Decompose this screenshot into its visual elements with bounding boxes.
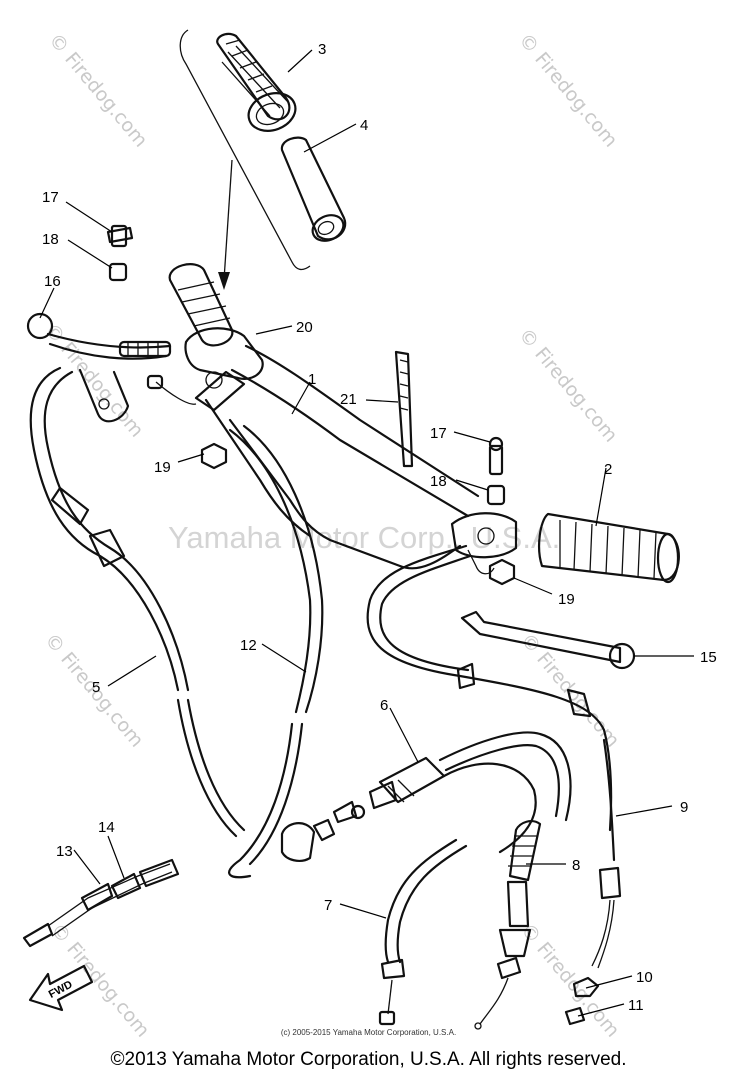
callout-17: 17 [42, 189, 59, 206]
callout-6: 6 [380, 697, 388, 714]
part-17-bolt-right [488, 436, 504, 476]
callout-5: 5 [92, 679, 100, 696]
part-13-14-cable-adjuster [22, 858, 180, 948]
part-17-bolt-left [106, 224, 134, 248]
callout-4: 4 [360, 117, 368, 134]
callout-leaders [39, 49, 694, 1017]
assembly-arrow-head [218, 272, 230, 290]
callout-2: 2 [604, 461, 612, 478]
part-21-cable-band [394, 350, 414, 468]
callout-19: 19 [154, 459, 171, 476]
part-10-nut [572, 976, 600, 998]
callout-11: 11 [628, 997, 644, 1014]
part-2-grip-right [538, 512, 680, 584]
part-1-handlebar [204, 344, 480, 570]
cable-splitter-cap [312, 818, 336, 842]
watermark-firedog: © Firedog.com [40, 319, 148, 441]
callout-17: 17 [430, 425, 447, 442]
callout-18: 18 [42, 231, 59, 248]
callout-16: 16 [44, 273, 61, 290]
part-18-collar-right [486, 484, 506, 506]
callout-20: 20 [296, 319, 313, 336]
part-4-throttle-tube [280, 136, 347, 242]
callout-14: 14 [98, 819, 115, 836]
switch-block [146, 374, 164, 390]
part-20-lever-holder [184, 327, 264, 412]
cable-band-ribs [399, 359, 409, 411]
small-copyright: (c) 2005-2015 Yamaha Motor Corporation, … [280, 1028, 457, 1037]
part-6-cable-junction [332, 731, 572, 854]
callout-19: 19 [558, 591, 575, 608]
watermark-firedog: © Firedog.com [44, 29, 152, 151]
callout-numbers: 1 2 3 4 5 6 7 8 9 10 11 12 13 14 15 16 1… [42, 41, 717, 1014]
watermark-layer: © Firedog.com © Firedog.com © Firedog.co… [40, 29, 624, 1041]
part-8-cable-boot [474, 820, 542, 1030]
callout-21: 21 [340, 391, 357, 408]
callout-18: 18 [430, 473, 447, 490]
part-18-collar-left [108, 262, 128, 282]
right-lever-holder [450, 512, 518, 575]
copyright-notice: ©2013 Yamaha Motor Corporation, U.S.A. A… [110, 1049, 627, 1070]
callout-3: 3 [318, 41, 326, 58]
part-12-throttle-cable [228, 424, 324, 879]
part-3-grip-top [216, 32, 297, 132]
watermark-center: Yamaha Motor Corp., U.S.A. [168, 520, 560, 555]
callout-8: 8 [572, 857, 580, 874]
watermark-firedog: © Firedog.com [514, 324, 622, 446]
part-5-clutch-cable [29, 366, 246, 838]
part-9-brake-cable [366, 544, 622, 969]
part-19-nut-left [200, 442, 228, 470]
part-11-cable-end [564, 1006, 586, 1026]
callout-10: 10 [636, 969, 653, 986]
assembly-bracket [179, 29, 311, 271]
cable-splitter-block [280, 822, 316, 862]
callout-7: 7 [324, 897, 332, 914]
part-7-cable [378, 838, 468, 1026]
callout-15: 15 [700, 649, 717, 666]
part-19-nut-right [488, 558, 516, 586]
assembly-arrow [223, 159, 233, 281]
part-16-clutch-lever [26, 312, 172, 423]
watermark-firedog: © Firedog.com [514, 29, 622, 151]
watermark-firedog: © Firedog.com [46, 919, 154, 1041]
switch-wire [155, 381, 197, 405]
callout-9: 9 [680, 799, 688, 816]
callout-13: 13 [56, 843, 73, 860]
callout-1: 1 [308, 371, 316, 388]
callout-12: 12 [240, 637, 257, 654]
